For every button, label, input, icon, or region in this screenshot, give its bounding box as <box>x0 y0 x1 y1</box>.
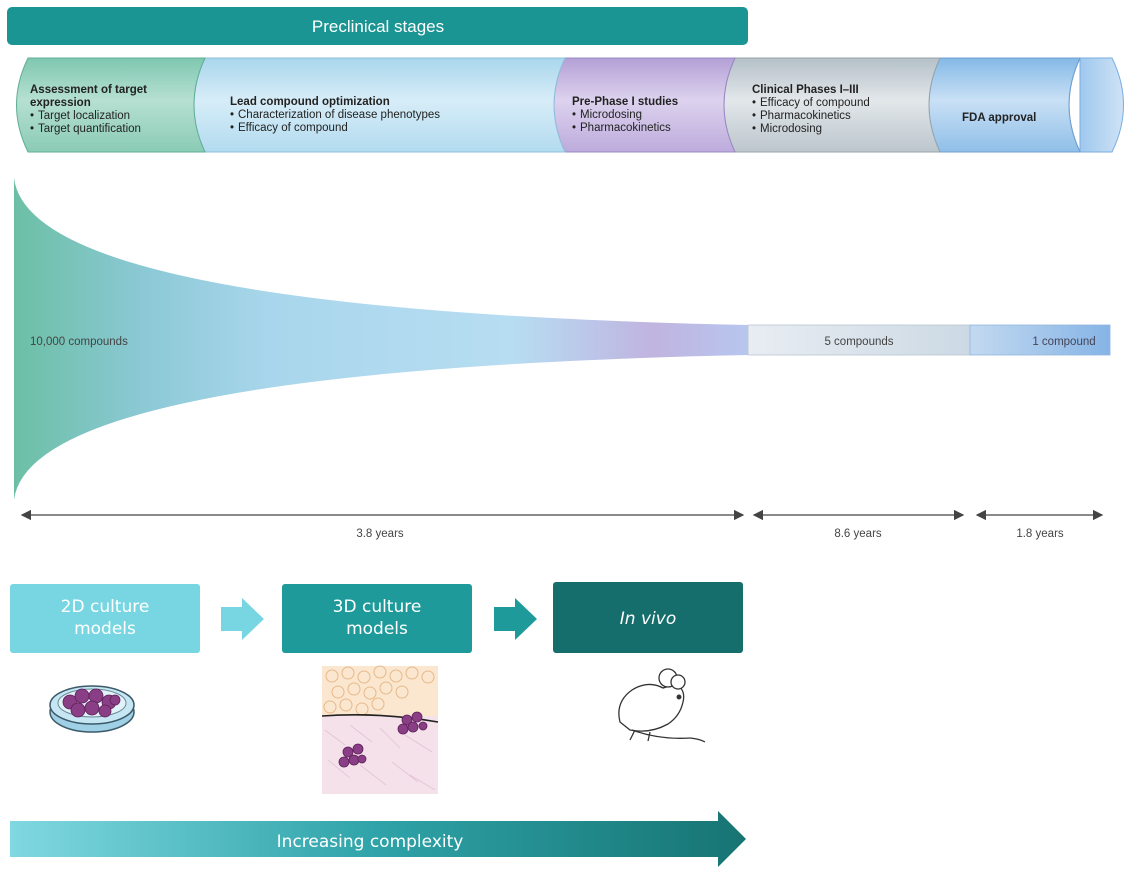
mouse-icon <box>618 668 706 743</box>
model-in-vivo-label: In vivo <box>620 609 676 629</box>
stage-3-title: Pre-Phase I studies <box>572 96 678 108</box>
stage-4-item-2: Pharmacokinetics <box>760 110 851 122</box>
stage-1-bullet: • <box>30 123 34 135</box>
stage-4-title: Clinical Phases I–III <box>752 84 859 96</box>
stage-3-item-1: Microdosing <box>580 109 642 121</box>
stage-4-bullet: • <box>752 123 756 135</box>
duration-approval: 1.8 years <box>1016 528 1064 540</box>
preclinical-title: Preclinical stages <box>312 17 444 36</box>
pipeline-end-cap <box>1079 57 1124 153</box>
stage-2-bullet: • <box>230 122 234 134</box>
arrow-2d-to-3d-icon <box>221 598 264 640</box>
approved-compound-bar <box>969 324 1111 356</box>
clinical-compounds-bar <box>747 324 971 356</box>
funnel-label-1: 1 compound <box>1032 336 1095 348</box>
stage-1-title-line-2: expression <box>30 97 91 109</box>
duration-preclinical: 3.8 years <box>356 528 404 540</box>
model-3d-line-2: models <box>346 619 408 639</box>
complexity-arrow <box>10 811 746 867</box>
preclinical-banner <box>7 7 748 45</box>
stage-3-bullet: • <box>572 109 576 121</box>
arrow-3d-to-in-vivo-icon <box>494 598 537 640</box>
stage-1-item-1: Target localization <box>38 110 130 122</box>
stage-2-item-2: Efficacy of compound <box>238 122 348 134</box>
model-2d-line-2: models <box>74 619 136 639</box>
duration-clinical: 8.6 years <box>834 528 882 540</box>
stage-1-bullet: • <box>30 110 34 122</box>
stage-5-title: FDA approval <box>962 112 1036 124</box>
stage-3-bullet: • <box>572 122 576 134</box>
stage-3-item-2: Pharmacokinetics <box>580 122 671 134</box>
stage-4-item-3: Microdosing <box>760 123 822 135</box>
compound-funnel <box>14 178 748 500</box>
stage-target-assessment <box>16 57 206 153</box>
model-3d-box <box>282 584 472 653</box>
funnel-label-5: 5 compounds <box>824 336 893 348</box>
stage-fda-approval <box>928 57 1081 153</box>
stage-2-title: Lead compound optimization <box>230 96 390 108</box>
tissue-section-icon <box>321 665 439 794</box>
model-in-vivo-box <box>553 582 743 653</box>
stage-1-title-line-1: Assessment of target <box>30 84 147 96</box>
stage-2-bullet: • <box>230 109 234 121</box>
petri-dish-icon <box>49 685 135 733</box>
model-3d-line-1: 3D culture <box>333 597 422 617</box>
pipeline <box>16 57 1124 153</box>
stage-4-bullet: • <box>752 110 756 122</box>
funnel-label-10000: 10,000 compounds <box>30 336 128 348</box>
complexity-label: Increasing complexity <box>277 832 464 852</box>
stage-4-bullet: • <box>752 97 756 109</box>
model-2d-box <box>10 584 200 653</box>
model-2d-line-1: 2D culture <box>61 597 150 617</box>
stage-2-item-1: Characterization of disease phenotypes <box>238 109 440 121</box>
stage-1-item-2: Target quantification <box>38 123 141 135</box>
stage-4-item-1: Efficacy of compound <box>760 97 870 109</box>
